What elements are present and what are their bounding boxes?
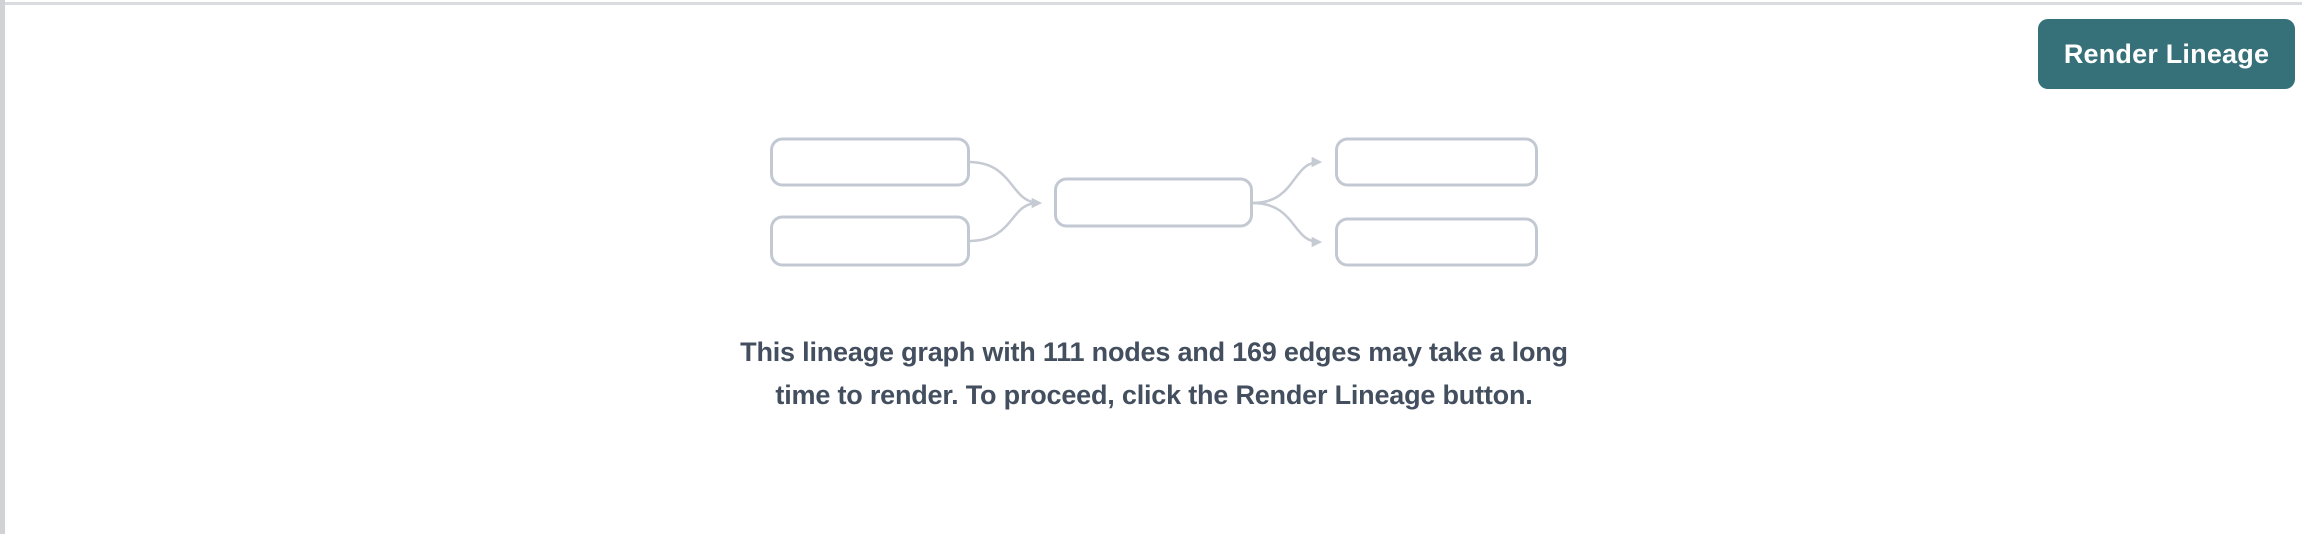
edge-downstream-top (1252, 156, 1323, 205)
placeholder-node-center (1054, 177, 1253, 228)
placeholder-node-downstream-top (1335, 137, 1538, 187)
panel-left-border (0, 0, 5, 534)
lineage-warning-message: This lineage graph with 111 nodes and 16… (740, 337, 1568, 410)
placeholder-node-upstream-top (770, 137, 970, 187)
edge-upstream-bottom (968, 201, 1038, 243)
placeholder-node-upstream-bottom (770, 215, 970, 267)
edge-upstream-top (968, 160, 1043, 209)
render-lineage-button[interactable]: Render Lineage (2038, 19, 2295, 89)
placeholder-node-downstream-bottom (1335, 217, 1538, 267)
lineage-placeholder-diagram (770, 137, 1538, 267)
edge-downstream-bottom (1252, 201, 1323, 248)
panel-top-border (0, 2, 2302, 5)
